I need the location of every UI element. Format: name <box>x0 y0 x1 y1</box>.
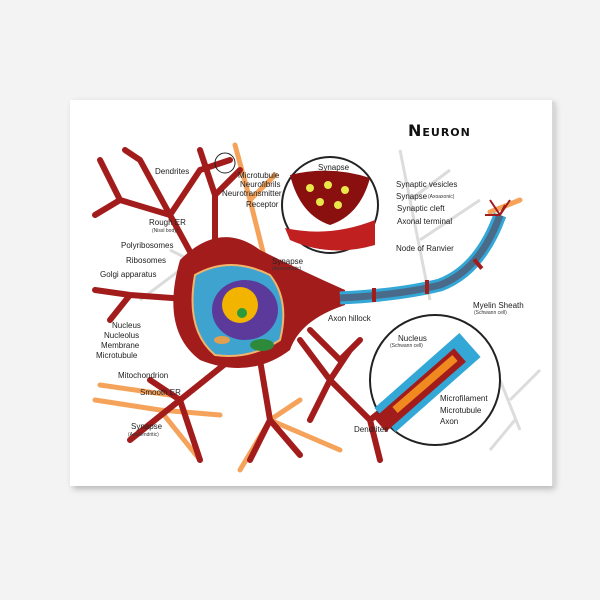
label-ribosomes: Ribosomes <box>126 256 167 265</box>
label-neurotransmitter: Neurotransmitter <box>222 189 282 198</box>
label-golgi: Golgi apparatus <box>100 270 157 279</box>
synaptic-vesicles <box>306 181 349 209</box>
postsynaptic-membrane <box>285 220 375 251</box>
label-membrane: Membrane <box>101 341 140 350</box>
label-axon: Axon <box>440 417 459 426</box>
label-synaptic-cleft: Synaptic cleft <box>397 204 445 213</box>
label-synapse-circle: Synapse <box>318 163 350 172</box>
label-synapse-axosomatic: Synapse <box>272 257 304 266</box>
label-dendrites-top: Dendrites <box>155 167 190 176</box>
nucleolus <box>237 308 247 318</box>
label-neurofibrils: Neurofibrils <box>240 180 281 189</box>
label-myelin-sheath-sub: (Schwann cell) <box>474 310 507 316</box>
dendrite-callout-circle <box>214 152 236 174</box>
label-receptor: Receptor <box>246 200 279 209</box>
label-nucleolus: Nucleolus <box>104 331 140 340</box>
label-axonal-terminal: Axonal terminal <box>397 217 453 226</box>
label-nucleus: Nucleus <box>112 321 141 330</box>
canvas-edge <box>552 102 555 486</box>
dendrites <box>92 147 398 463</box>
label-microtubule-top: Microtubule <box>238 171 280 180</box>
label-nucleus-schwann-sub: (Schwann cell) <box>390 343 423 349</box>
label-synaptic-vesicles: Synaptic vesicles <box>396 180 458 189</box>
label-synapse-axoaxonic-sub: (Axoaxonic) <box>428 194 455 200</box>
label-nucleus-schwann: Nucleus <box>398 334 427 343</box>
axon-terminal <box>485 199 511 216</box>
label-rough-er-sub: (Nissl body) <box>152 228 179 234</box>
label-dendrites-bottom: Dendrites <box>354 425 389 434</box>
label-myelin-sheath: Myelin Sheath <box>473 301 524 310</box>
label-mitochondrion: Mitochondrion <box>118 371 169 380</box>
label-microtubule-left: Microtubule <box>96 351 138 360</box>
label-node-of-ranvier: Node of Ranvier <box>396 244 454 253</box>
label-synapse-axosomatic-sub: (Axosomatic) <box>272 266 302 272</box>
label-synapse-axodendritic-sub: (Axodendritic) <box>128 432 159 438</box>
label-synapse-axoaxonic: Synapse <box>396 192 428 201</box>
label-rough-er: Rough ER <box>149 218 186 227</box>
label-axon-hillock: Axon hillock <box>328 314 371 323</box>
mitochondrion <box>214 336 230 344</box>
smooth-er <box>250 339 274 351</box>
nodes-of-ranvier <box>372 258 484 302</box>
page-title: Neuron <box>408 121 471 140</box>
label-microfilament: Microfilament <box>440 394 488 403</box>
microfilaments <box>392 354 458 414</box>
nucleus <box>222 287 258 323</box>
label-synapse-axodendritic: Synapse <box>131 422 163 431</box>
label-polyribosomes: Polyribosomes <box>121 241 174 250</box>
label-smooth-er: Smooth ER <box>140 388 181 397</box>
label-microtubule-axon: Microtubule <box>440 406 482 415</box>
